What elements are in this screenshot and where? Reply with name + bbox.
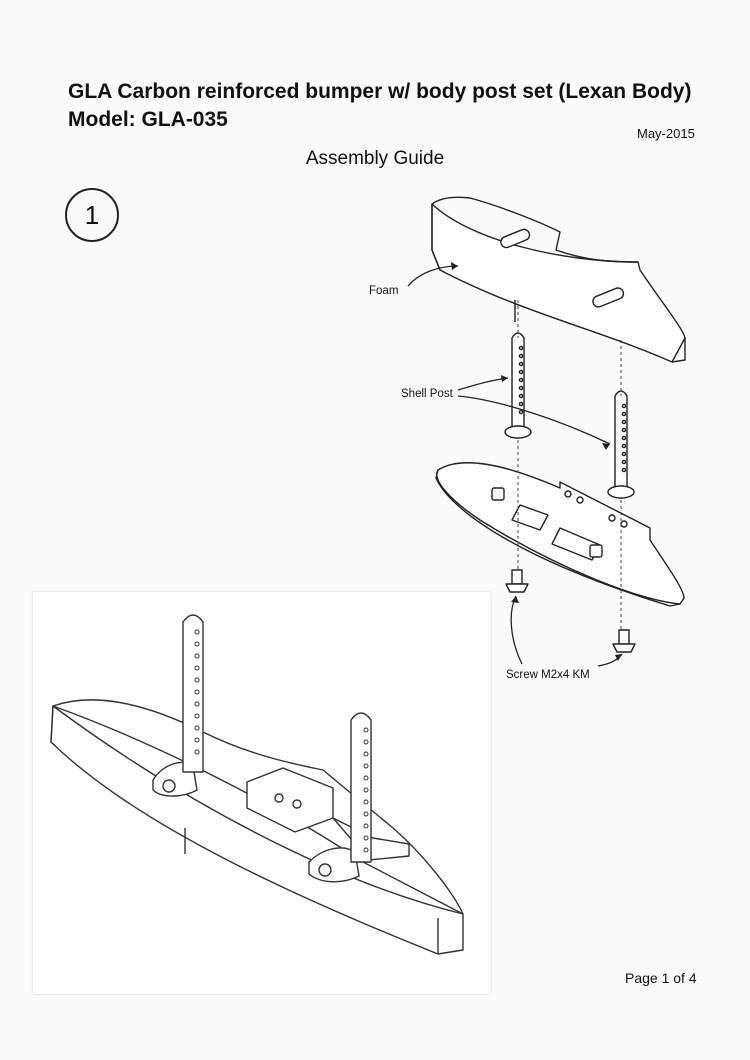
- assembled-bumper-drawing: [50, 614, 464, 955]
- shell-post-left-drawing: [504, 332, 532, 439]
- page-subtitle: Assembly Guide: [305, 148, 445, 169]
- document-date: May-2015: [637, 126, 695, 141]
- screw-left-drawing: [505, 569, 529, 593]
- step-number-badge: 1: [65, 188, 119, 242]
- shell-post-label: Shell Post: [401, 388, 453, 400]
- document-title: GLA Carbon reinforced bumper w/ body pos…: [68, 80, 692, 103]
- model-number: Model: GLA-035: [68, 108, 228, 131]
- bumper-plate-drawing: [435, 461, 685, 607]
- screw-right-drawing: [612, 629, 636, 653]
- page-number: Page 1 of 4: [625, 970, 697, 986]
- foam-part-drawing: [431, 196, 686, 363]
- shell-post-right-drawing: [607, 390, 635, 499]
- assembled-bumper-photo: [33, 592, 491, 994]
- foam-label: Foam: [369, 285, 399, 297]
- screw-label: Screw M2x4 KM: [506, 669, 590, 681]
